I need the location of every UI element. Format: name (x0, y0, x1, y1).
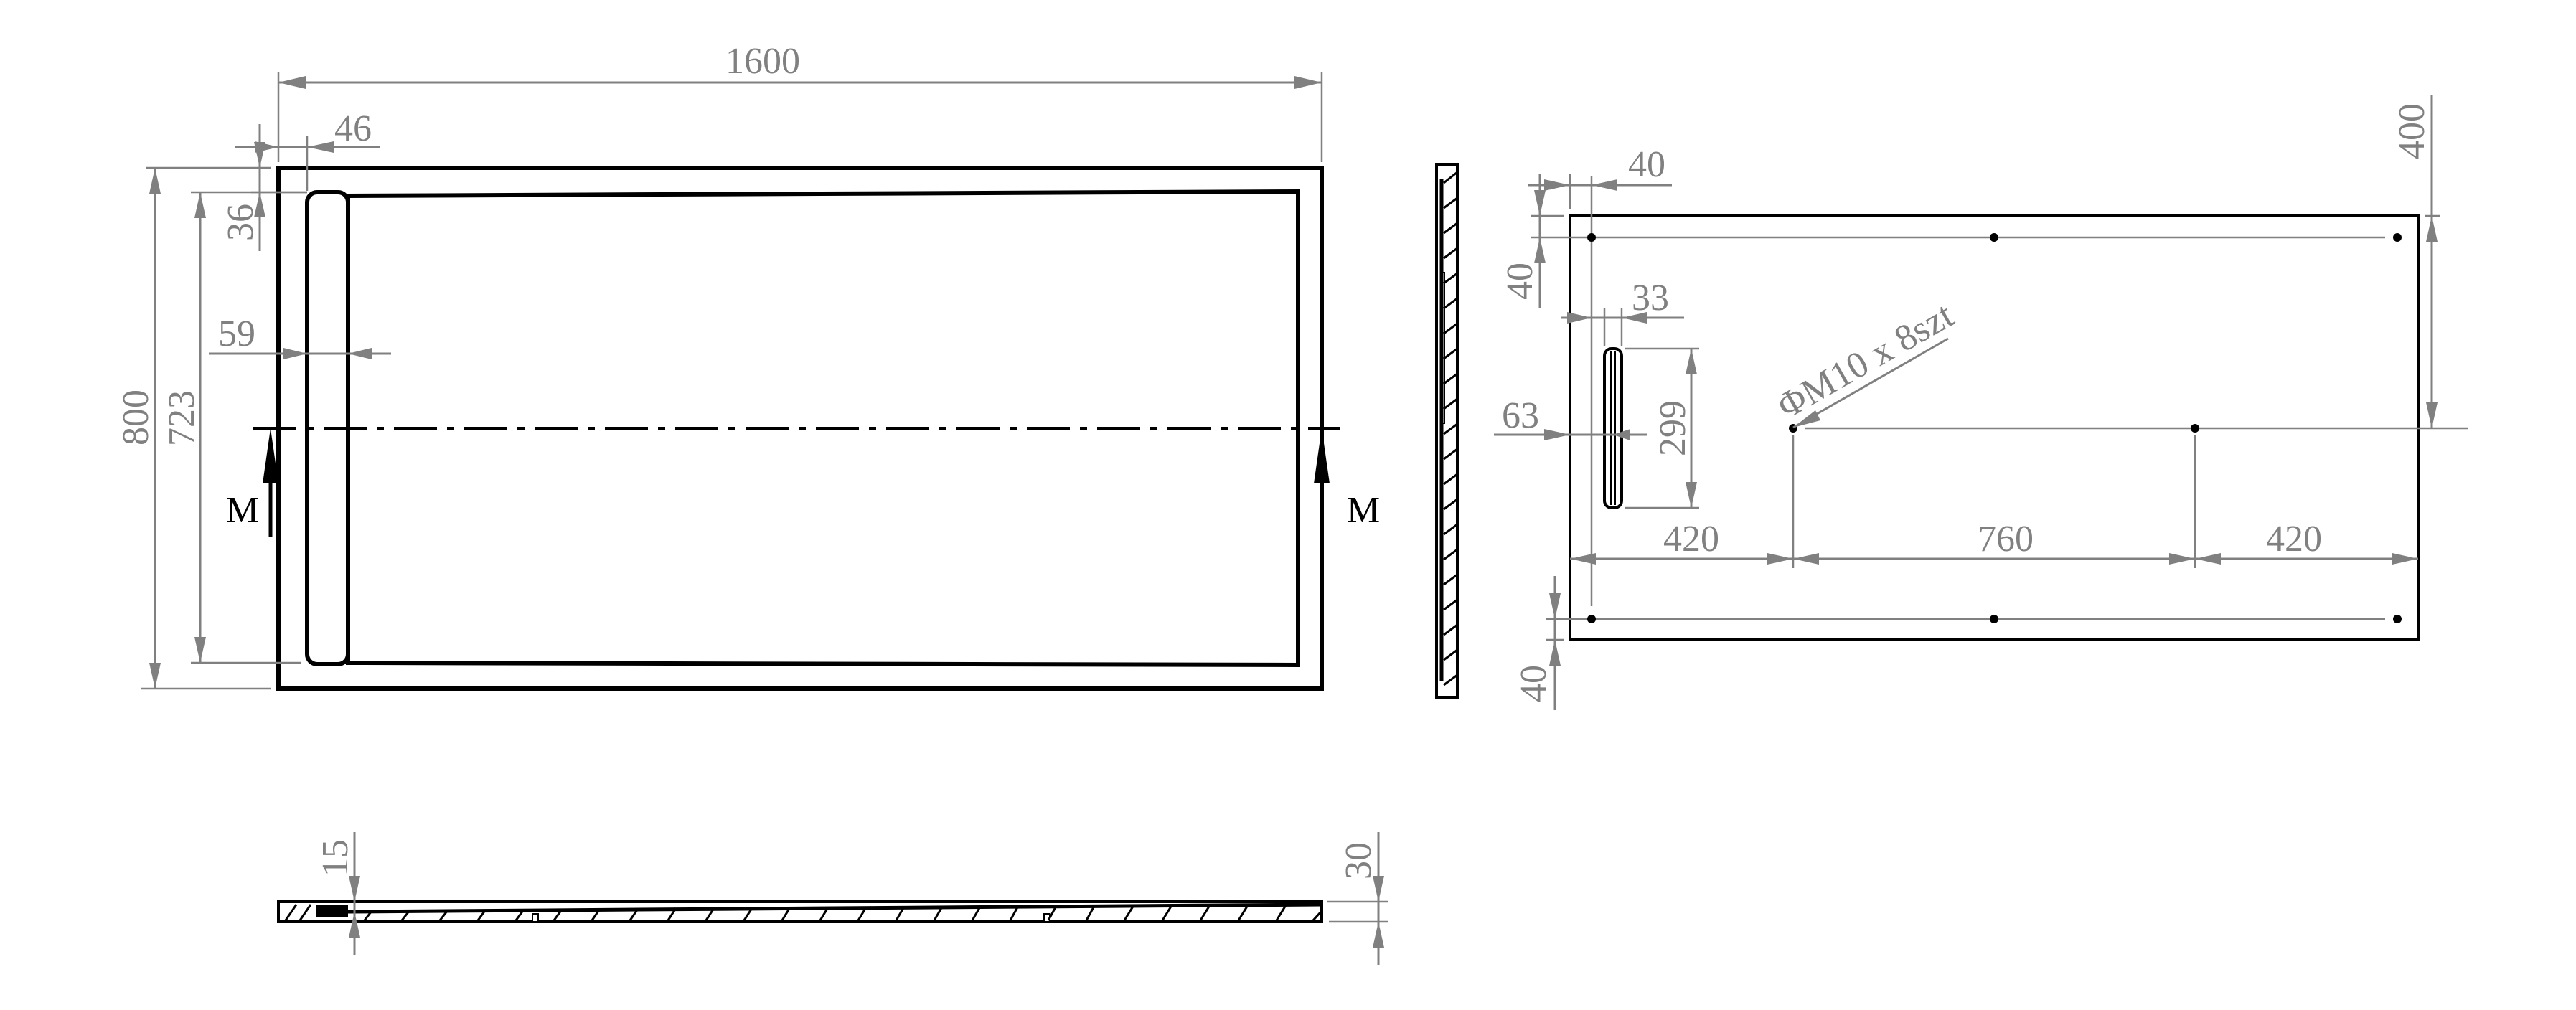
svg-text:420: 420 (1663, 519, 1719, 560)
svg-text:420: 420 (2266, 519, 2322, 560)
dimension-half-height: 400 (2392, 95, 2440, 428)
hole-icon (2393, 615, 2402, 623)
dimension-slot-width: 33 (1561, 278, 1684, 346)
notch (532, 913, 539, 922)
svg-text:40: 40 (1500, 263, 1541, 300)
dimension-hole-spacing: 420 760 420 (1570, 519, 2418, 565)
svg-text:1600: 1600 (725, 41, 800, 82)
svg-text:33: 33 (1632, 278, 1669, 318)
svg-text:63: 63 (1502, 395, 1539, 436)
svg-text:40: 40 (1513, 665, 1554, 702)
svg-text:800: 800 (116, 390, 156, 445)
svg-text:15: 15 (315, 839, 356, 877)
hole-icon (2191, 424, 2199, 433)
arrow-up-icon (1314, 428, 1330, 483)
dimension-edge-offset-y-top: 40 (1500, 174, 1564, 308)
dimension-thickness: 30 (1327, 832, 1388, 965)
hole-icon (1990, 233, 1998, 242)
svg-text:400: 400 (2392, 103, 2432, 159)
hole-icon (2393, 233, 2402, 242)
arrow-up-icon (263, 428, 278, 483)
section-label-right: M (1347, 490, 1380, 531)
svg-text:760: 760 (1978, 519, 2034, 560)
drain-slot (1603, 347, 1623, 509)
svg-text:ΦM10 x 8szt: ΦM10 x 8szt (1771, 294, 1961, 427)
longitudinal-section-view: 15 30 (277, 832, 1388, 965)
svg-text:46: 46 (334, 108, 372, 149)
svg-text:36: 36 (220, 204, 261, 241)
side-section-view (1435, 163, 1459, 699)
dimension-edge-offset-y-bottom: 40 (1513, 576, 1564, 710)
drain-body (316, 905, 348, 917)
svg-text:299: 299 (1653, 400, 1693, 456)
dimension-overall-width: 800 (116, 166, 271, 690)
dimension-inner-width: 723 (161, 191, 307, 664)
dimension-offset-x: 46 (235, 108, 380, 191)
hole-icon (1990, 615, 1998, 623)
dimension-channel-width: 59 (209, 313, 391, 359)
section-arrow-right: M (1314, 428, 1380, 537)
svg-text:59: 59 (218, 313, 255, 354)
dimension-slot-length: 299 (1625, 347, 1699, 509)
hole-callout: ΦM10 x 8szt (1771, 294, 1961, 429)
svg-text:30: 30 (1338, 842, 1379, 879)
dimension-edge-offset-x: 40 (1528, 144, 1672, 209)
dimension-overall-length: 1600 (277, 41, 1323, 162)
hole-icon (1587, 233, 1596, 242)
section-arrow-left: M (226, 428, 278, 537)
section-label-left: M (226, 490, 259, 531)
mounting-plate-view: 40 40 40 33 (1494, 95, 2468, 710)
dimension-offset-y: 36 (220, 124, 307, 251)
top-view: M M 1600 46 3 (116, 41, 1380, 691)
svg-text:723: 723 (161, 390, 202, 446)
svg-text:40: 40 (1628, 144, 1665, 185)
dimension-slot-offset: 63 (1494, 395, 1647, 440)
hole-icon (1587, 615, 1596, 623)
dimension-drain-depth: 15 (315, 832, 360, 955)
